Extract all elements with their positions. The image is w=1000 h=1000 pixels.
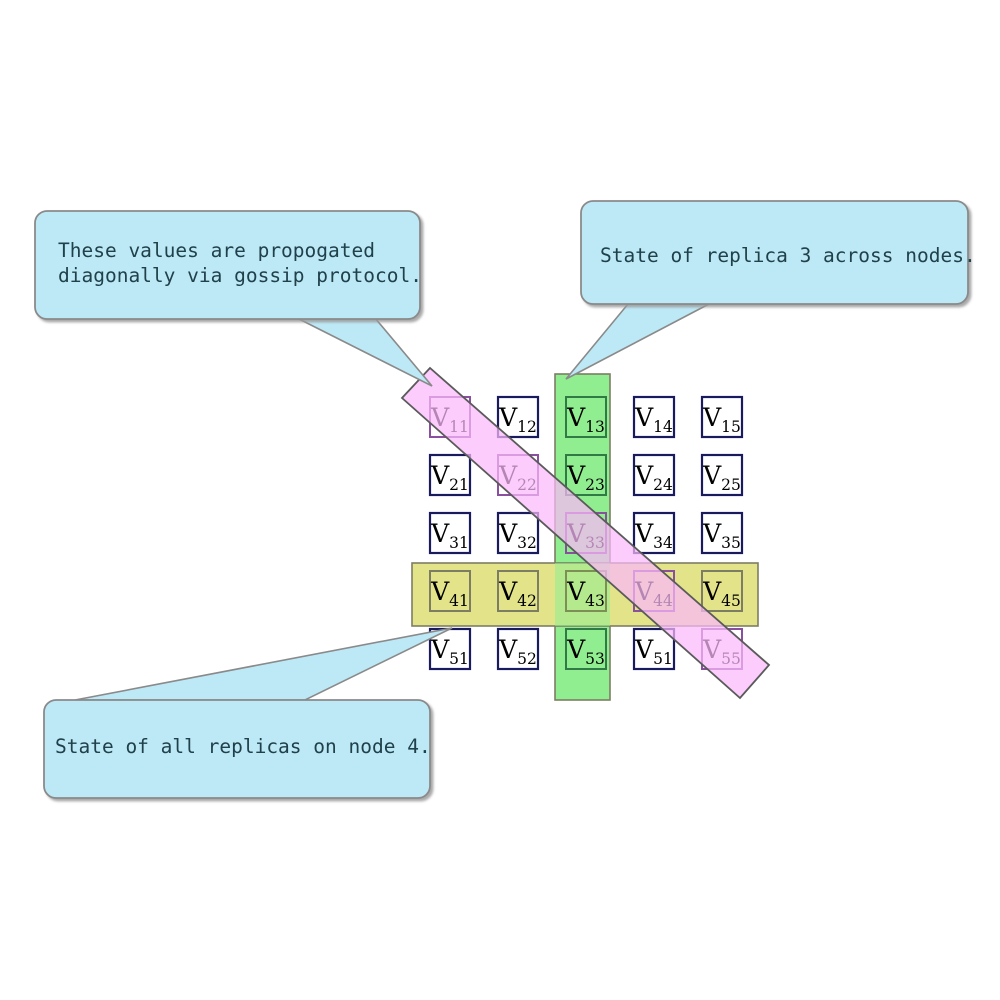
callout-replica-3-note[interactable]: State of replica 3 across nodes.: [565, 200, 976, 380]
grid-cell-v23[interactable]: V23: [565, 454, 607, 496]
gossip-diagonal-band: [400, 366, 771, 700]
cell-box: [632, 511, 676, 555]
cell-label: V31: [430, 519, 469, 552]
cell-label: V34: [634, 519, 673, 552]
cell-label: V23: [566, 461, 605, 494]
cell-box: [565, 628, 607, 670]
cell-box: [700, 511, 744, 555]
cell-box: [565, 570, 607, 612]
grid-cell-v21[interactable]: V21: [428, 453, 472, 497]
cell-label: V43: [566, 577, 605, 610]
cell-label: V14: [634, 403, 673, 436]
cell-box: [429, 570, 471, 612]
callout-box: [43, 699, 431, 799]
cell-box: [428, 453, 472, 497]
grid-cell-v34[interactable]: V34: [632, 511, 676, 555]
cell-label: V24: [634, 461, 673, 494]
cell-label: V21: [430, 461, 469, 494]
cell-label: V53: [566, 635, 605, 668]
grid-cell-v14[interactable]: V14: [632, 395, 676, 439]
cell-box: [632, 627, 676, 671]
cell-label: V13: [566, 403, 605, 436]
grid-cell-v43[interactable]: V43: [565, 570, 607, 612]
grid-cell-v12[interactable]: V12: [496, 395, 540, 439]
cell-label: V15: [702, 403, 741, 436]
cell-box: [497, 570, 539, 612]
cell-box: [496, 395, 540, 439]
cell-label: V32: [498, 519, 537, 552]
grid-cell-v31[interactable]: V31: [428, 511, 472, 555]
value-grid: V11V12V13V14V15V21V22V23V24V25V31V32V33V…: [428, 395, 744, 671]
grid-cell-v52[interactable]: V52: [496, 627, 540, 671]
cell-box: [428, 627, 472, 671]
cell-label: V52: [498, 635, 537, 668]
cell-box: [632, 453, 676, 497]
cell-box: [565, 454, 607, 496]
grid-cell-v53[interactable]: V53: [565, 628, 607, 670]
callout-node-4-note[interactable]: State of all replicas on node 4.: [43, 627, 453, 799]
grid-cell-v32[interactable]: V32: [496, 511, 540, 555]
cell-label: V25: [702, 461, 741, 494]
callout-tail: [74, 627, 453, 701]
callout-tail: [296, 317, 433, 387]
cell-box: [701, 570, 743, 612]
cell-box: [632, 395, 676, 439]
grid-cell-v25[interactable]: V25: [700, 453, 744, 497]
callout-box: [34, 210, 421, 320]
cell-label: V35: [702, 519, 741, 552]
callout-text: State of all replicas on node 4.: [55, 735, 431, 758]
cell-box: [496, 627, 540, 671]
cell-label: V45: [702, 577, 741, 610]
cell-box: [496, 511, 540, 555]
grid-cell-v15[interactable]: V15: [700, 395, 744, 439]
cell-label: V51: [430, 635, 469, 668]
cell-label: V12: [498, 403, 537, 436]
grid-cell-v42[interactable]: V42: [497, 570, 539, 612]
cell-box: [700, 453, 744, 497]
callout-tail: [565, 303, 710, 380]
grid-cell-v51[interactable]: V51: [632, 627, 676, 671]
grid-cell-v24[interactable]: V24: [632, 453, 676, 497]
cell-label: V51: [634, 635, 673, 668]
callout-text: State of replica 3 across nodes.: [600, 244, 976, 267]
callout-box: [580, 200, 969, 305]
cell-label: V42: [498, 577, 537, 610]
grid-cell-v35[interactable]: V35: [700, 511, 744, 555]
grid-cell-v13[interactable]: V13: [565, 396, 607, 438]
cell-box: [428, 511, 472, 555]
grid-cell-v51[interactable]: V51: [428, 627, 472, 671]
cell-label: V41: [430, 577, 469, 610]
grid-cell-v45[interactable]: V45: [701, 570, 743, 612]
grid-cell-v41[interactable]: V41: [429, 570, 471, 612]
diagonal-band-shape: [400, 366, 771, 700]
cell-box: [700, 395, 744, 439]
cell-box: [565, 396, 607, 438]
